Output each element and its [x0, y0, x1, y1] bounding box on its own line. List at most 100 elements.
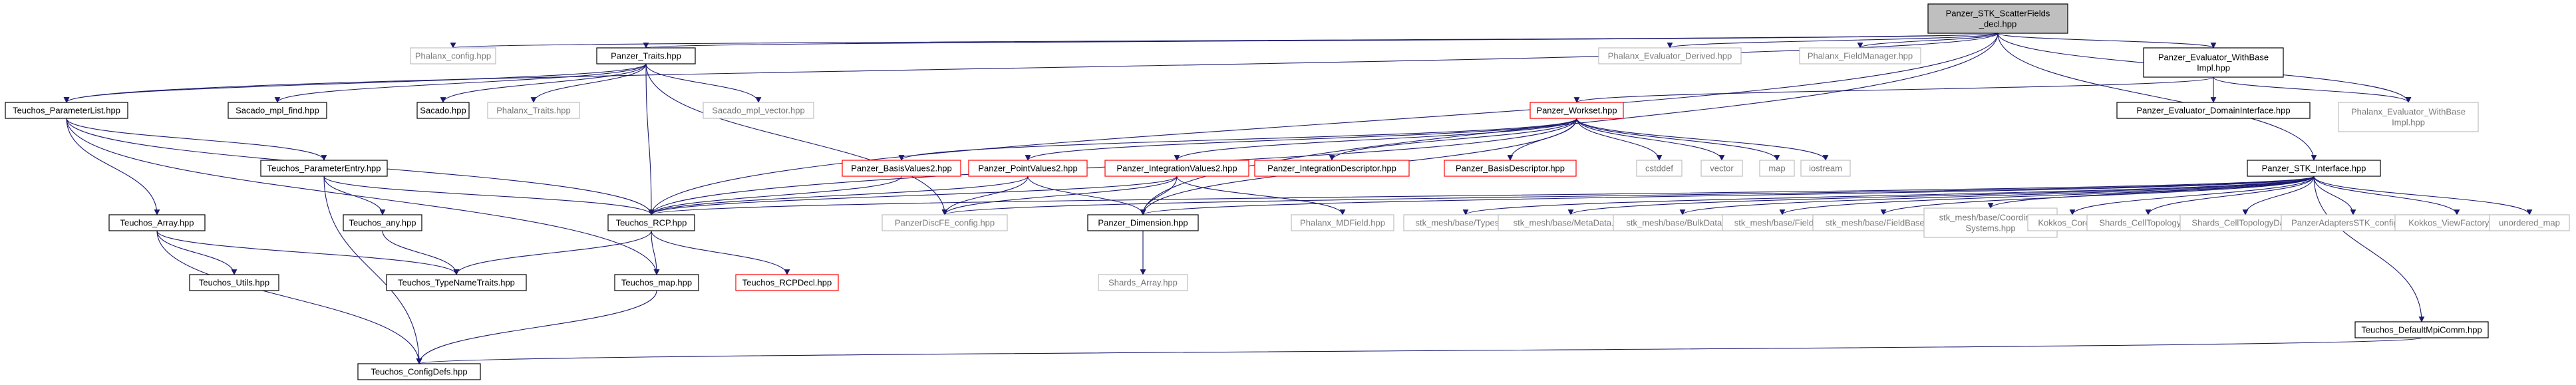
node-root[interactable]: Panzer_STK_ScatterFields_decl.hpp	[1927, 3, 2068, 34]
node-teuchos_map[interactable]: Teuchos_map.hpp	[614, 274, 699, 291]
node-box-teuchos_map	[614, 274, 699, 291]
edge-panzer_integrationvalues2-to-teuchos_rcp	[648, 176, 1178, 215]
node-panzer_traits[interactable]: Panzer_Traits.hpp	[596, 47, 696, 64]
node-sacado[interactable]: Sacado.hpp	[416, 102, 470, 119]
node-vector: vector	[1700, 160, 1743, 177]
node-teuchos_rcpdecl[interactable]: Teuchos_RCPDecl.hpp	[735, 274, 839, 291]
edge-teuchos_any-to-teuchos_typenametraits	[382, 230, 460, 275]
node-label-teuchos_rcp-0: Teuchos_RCP.hpp	[616, 218, 687, 228]
node-box-teuchos_rcp	[607, 214, 695, 231]
node-label-panzer_workset-0: Panzer_Workset.hpp	[1536, 106, 1617, 116]
node-teuchos_defaultmpicomm[interactable]: Teuchos_DefaultMpiComm.hpp	[2354, 321, 2489, 338]
node-sacado_mpl_find[interactable]: Sacado_mpl_find.hpp	[228, 102, 327, 119]
node-panzer_basisdesc[interactable]: Panzer_BasisDescriptor.hpp	[1444, 160, 1577, 177]
edge-teuchos_rcp-to-teuchos_typenametraits	[453, 230, 652, 275]
node-panzer_integrationdesc[interactable]: Panzer_IntegrationDescriptor.hpp	[1254, 160, 1410, 177]
edge-panzer_stk_interface-to-stk_bulkdata	[1679, 176, 2315, 215]
node-teuchos_rcp[interactable]: Teuchos_RCP.hpp	[607, 214, 695, 231]
edge-panzer_workset-to-iostream	[1576, 118, 1829, 161]
edge-teuchos_paramentry-to-teuchos_configdefs	[323, 176, 422, 364]
edge-teuchos_paramlist-to-teuchos_array	[66, 118, 160, 215]
edge-root-to-phalanx_eval_derived	[1667, 33, 1999, 49]
node-label-phalanx_mdfield-0: Phalanx_MDField.hpp	[1300, 218, 1385, 228]
edge-panzer_traits-to-panzer_discfe_config	[645, 63, 948, 215]
node-box-panzer_eval_withbase	[2143, 47, 2284, 78]
node-label-root-1: _decl.hpp	[1979, 19, 2016, 29]
node-phalanx_config: Phalanx_config.hpp	[410, 47, 496, 64]
edge-teuchos_paramentry-to-teuchos_rcp	[323, 176, 655, 215]
edge-panzer_stk_interface-to-shards_celltopology	[2145, 176, 2315, 215]
edge-teuchos_array-to-teuchos_typenametraits	[156, 230, 460, 275]
node-label-root-0: Panzer_STK_ScatterFields	[1946, 9, 2050, 19]
node-label-iostream-0: iostream	[1809, 164, 1842, 174]
edge-panzer_stk_interface-to-teuchos_defaultmpicomm	[2313, 176, 2425, 322]
node-label-cstddef-0: cstddef	[1645, 164, 1673, 174]
edge-root-to-teuchos_rcp	[648, 33, 1999, 215]
edge-teuchos_rcp-to-teuchos_map	[651, 230, 660, 275]
node-box-teuchos_typenametraits	[386, 274, 527, 291]
edge-root-to-phalanx_fieldmanager	[1857, 33, 1999, 49]
edge-root-to-teuchos_paramlist	[64, 33, 1999, 103]
node-box-sacado_mpl_find	[228, 102, 327, 119]
node-label-teuchos_paramentry-0: Teuchos_ParameterEntry.hpp	[267, 164, 381, 174]
edge-teuchos_paramlist-to-teuchos_map	[66, 118, 660, 275]
node-sacado_mpl_vector: Sacado_mpl_vector.hpp	[703, 102, 814, 119]
edge-panzer_stk_interface-to-panzer_discfe_config	[942, 176, 2315, 215]
node-label-unordered_map-0: unordered_map	[2499, 218, 2560, 228]
edge-panzer_stk_interface-to-teuchos_rcp	[649, 176, 2315, 215]
edge-teuchos_defaultmpicomm-to-teuchos_configdefs	[416, 337, 2422, 364]
node-box-teuchos_array	[108, 214, 206, 231]
node-box-unordered_map	[2489, 214, 2570, 231]
node-panzer_integrationvalues2[interactable]: Panzer_IntegrationValues2.hpp	[1104, 160, 1249, 177]
node-box-sacado	[416, 102, 470, 119]
node-teuchos_paramlist[interactable]: Teuchos_ParameterList.hpp	[5, 102, 128, 119]
node-teuchos_array[interactable]: Teuchos_Array.hpp	[108, 214, 206, 231]
node-panzer_dimension[interactable]: Panzer_Dimension.hpp	[1087, 214, 1199, 231]
node-label-teuchos_rcpdecl-0: Teuchos_RCPDecl.hpp	[742, 278, 832, 288]
edge-panzer_stk_interface-to-kokkos_viewfactory	[2313, 176, 2460, 215]
node-label-map-0: map	[1768, 164, 1785, 174]
node-label-phalanx_fieldmanager-0: Phalanx_FieldManager.hpp	[1808, 51, 1913, 61]
node-label-sacado_mpl_find-0: Sacado_mpl_find.hpp	[236, 106, 319, 116]
node-box-shards_array	[1098, 274, 1188, 291]
node-label-stk_fieldbase-0: stk_mesh/base/FieldBase.hpp	[1826, 218, 1941, 228]
edge-panzer_workset-to-panzer_basisvalues2	[898, 118, 1577, 161]
node-panzer_workset[interactable]: Panzer_Workset.hpp	[1530, 102, 1624, 119]
node-teuchos_utils[interactable]: Teuchos_Utils.hpp	[189, 274, 279, 291]
node-teuchos_configdefs[interactable]: Teuchos_ConfigDefs.hpp	[357, 363, 481, 380]
node-label-panzer_integrationdesc-0: Panzer_IntegrationDescriptor.hpp	[1267, 164, 1396, 174]
node-teuchos_paramentry[interactable]: Teuchos_ParameterEntry.hpp	[260, 160, 388, 177]
edge-root-to-panzer_eval_withbase	[1997, 33, 2217, 49]
node-phalanx_eval_derived: Phalanx_Evaluator_Derived.hpp	[1598, 47, 1742, 64]
node-teuchos_typenametraits[interactable]: Teuchos_TypeNameTraits.hpp	[386, 274, 527, 291]
node-box-phalanx_traits	[487, 102, 580, 119]
node-box-teuchos_paramlist	[5, 102, 128, 119]
edge-panzer_workset-to-panzer_integrationvalues2	[1174, 118, 1577, 161]
node-panzer_eval_domain[interactable]: Panzer_Evaluator_DomainInterface.hpp	[2116, 102, 2311, 119]
node-box-teuchos_any	[343, 214, 422, 231]
node-label-panzer_basisdesc-0: Panzer_BasisDescriptor.hpp	[1456, 164, 1565, 174]
edge-teuchos_rcp-to-teuchos_rcpdecl	[651, 230, 790, 275]
edge-panzer_workset-to-vector	[1576, 118, 1725, 161]
node-box-panzer_workset	[1530, 102, 1624, 119]
edges-layer	[63, 33, 2533, 364]
node-teuchos_any[interactable]: Teuchos_any.hpp	[343, 214, 422, 231]
node-box-panzer_pointvalues2	[968, 160, 1088, 177]
node-cstddef: cstddef	[1636, 160, 1683, 177]
node-box-panzer_discfe_config	[882, 214, 1008, 231]
edge-panzer_traits-to-teuchos_rcp	[645, 63, 655, 215]
node-box-phalanx_config	[410, 47, 496, 64]
node-panzer_stk_interface[interactable]: Panzer_STK_Interface.hpp	[2247, 160, 2381, 177]
node-box-panzer_stk_interface	[2247, 160, 2381, 177]
node-label-sacado-0: Sacado.hpp	[420, 106, 466, 116]
node-panzer_pointvalues2[interactable]: Panzer_PointValues2.hpp	[968, 160, 1088, 177]
edge-panzer_basisvalues2-to-teuchos_rcp	[648, 176, 902, 215]
node-label-panzer_stk_interface-0: Panzer_STK_Interface.hpp	[2262, 164, 2366, 174]
node-panzer_basisvalues2[interactable]: Panzer_BasisValues2.hpp	[842, 160, 961, 177]
node-box-panzer_basisvalues2	[842, 160, 961, 177]
node-phalanx_fieldmanager: Phalanx_FieldManager.hpp	[1799, 47, 1921, 64]
node-label-panzer_eval_domain-0: Panzer_Evaluator_DomainInterface.hpp	[2136, 106, 2290, 116]
node-label-panzer_dimension-0: Panzer_Dimension.hpp	[1098, 218, 1188, 228]
